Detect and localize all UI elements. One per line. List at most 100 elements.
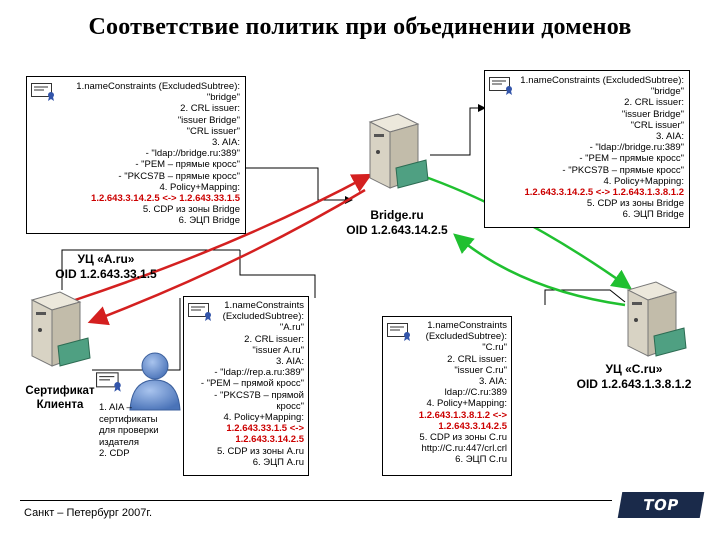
cert-line: - "PKCS7B – прямые кросс" — [562, 164, 684, 176]
certificate-icon — [31, 83, 54, 101]
cert-line: 1.2.643.1.3.8.1.2 <-> — [418, 409, 507, 421]
cert-line: "bridge" — [650, 86, 684, 98]
client-caption-line2: Клиента — [36, 399, 84, 411]
server-icon — [368, 113, 429, 189]
client-caption: Сертификат Клиента — [24, 384, 96, 412]
cert-line: "issuer Bridge" — [621, 108, 684, 120]
cert-line: (ExcludedSubtree): — [425, 331, 507, 343]
cert-line: - "ldap://rep.a.ru:389" — [214, 367, 304, 379]
ca-a-oid: OID 1.2.643.33.1.5 — [55, 267, 157, 281]
client-list-item: 2. CDP — [99, 448, 130, 460]
client-list-item: сертификаты — [99, 413, 158, 425]
cert-line: "issuer C.ru" — [454, 364, 507, 376]
certificate-icon — [489, 77, 512, 95]
cert-line: 5. CDP из зоны A.ru — [216, 445, 304, 457]
cert-line: 1.nameConstraints — [224, 300, 304, 311]
certificate-icon — [387, 323, 410, 341]
cert-line: 4. Policy+Mapping: — [426, 398, 507, 410]
logo-mark: TOP CROSS — [617, 492, 705, 540]
connector-mid-right — [544, 289, 626, 305]
cert-box-bridge-a: 1.nameConstraints (ExcludedSubtree):"bri… — [26, 76, 246, 234]
user-icon — [129, 352, 181, 411]
cert-line: 5. CDP из зоны C.ru — [419, 432, 507, 444]
ca-c-label: УЦ «C.ru» OID 1.2.643.1.3.8.1.2 — [566, 362, 702, 392]
cert-line: 1.nameConstraints (ExcludedSubtree): — [76, 81, 240, 92]
cert-line: (ExcludedSubtree): — [222, 311, 304, 323]
cert-line: - "ldap://bridge.ru:389" — [589, 142, 684, 154]
ca-a-name: УЦ «A.ru» — [77, 252, 135, 266]
cert-line: "issuer A.ru" — [252, 344, 304, 356]
cert-line: - "PEM – прямой кросс" — [200, 378, 304, 390]
cert-line: 1.2.643.3.14.2.5 <-> 1.2.643.1.3.8.1.2 — [524, 187, 684, 199]
cert-line: "bridge" — [206, 92, 240, 104]
cert-line: - "ldap://bridge.ru:389" — [145, 148, 240, 160]
server-icon — [626, 281, 687, 357]
cert-line: 2. CRL issuer: — [180, 103, 240, 115]
connector-mid-left-2 — [239, 250, 316, 298]
cert-box-text: 1.nameConstraints (ExcludedSubtree):"bri… — [520, 75, 684, 221]
cert-line: 1.2.643.3.14.2.5 — [438, 420, 507, 432]
cert-line: 2. CRL issuer: — [624, 97, 684, 109]
cert-line: ldap://C.ru:389 — [444, 387, 507, 399]
cert-line: "C.ru" — [482, 342, 507, 354]
cert-line: 6. ЭЦП A.ru — [252, 456, 304, 468]
cert-line: 2. CRL issuer: — [244, 333, 304, 345]
client-caption-line1: Сертификат — [25, 385, 95, 397]
cert-line: 3. AIA: — [212, 137, 240, 149]
cert-line: "issuer Bridge" — [177, 114, 240, 126]
red-arrow-upper — [74, 173, 373, 302]
certificate-icon — [188, 303, 211, 321]
cert-box-a-bridge: 1.nameConstraints(ExcludedSubtree):"A.ru… — [183, 296, 309, 476]
connector-client — [92, 298, 181, 371]
cert-line: 6. ЭЦП Bridge — [622, 209, 684, 221]
red-arrow-lower — [87, 188, 366, 326]
connector-top-left — [245, 167, 353, 204]
cert-box-text: 1.nameConstraints (ExcludedSubtree):"bri… — [76, 81, 240, 227]
cert-box-text: 1.nameConstraints(ExcludedSubtree):"A.ru… — [201, 300, 304, 468]
cert-line: 1.nameConstraints (ExcludedSubtree): — [520, 75, 684, 86]
cert-line: "CRL issuer" — [630, 119, 684, 131]
cert-line: - "PKCS7B – прямой — [214, 389, 304, 401]
cert-line: 3. AIA: — [656, 131, 684, 143]
cert-line: - "PEM – прямые кросс" — [579, 153, 684, 165]
cert-line: 6. ЭЦП Bridge — [178, 215, 240, 227]
ca-c-name: УЦ «C.ru» — [605, 362, 663, 376]
bridge-label: Bridge.ru OID 1.2.643.14.2.5 — [332, 208, 462, 238]
cert-line: 3. AIA: — [479, 376, 507, 388]
cert-box-text: 1.nameConstraints(ExcludedSubtree):"C.ru… — [419, 320, 507, 466]
client-list-item: 1. AIA – — [99, 402, 132, 413]
client-list-item: издателя — [99, 436, 139, 448]
cert-line: кросс" — [276, 400, 304, 412]
cert-line: 1.2.643.3.14.2.5 <-> 1.2.643.33.1.5 — [91, 193, 240, 205]
bridge-name: Bridge.ru — [370, 208, 424, 222]
connector-top-right — [430, 104, 486, 156]
cert-line: - "PEM – прямые кросс" — [135, 159, 240, 171]
cert-line: 6. ЭЦП C.ru — [455, 454, 507, 466]
bridge-oid: OID 1.2.643.14.2.5 — [346, 223, 448, 237]
cert-line: "A.ru" — [279, 322, 304, 334]
client-list-item: для проверки — [99, 425, 159, 437]
ca-a-label: УЦ «A.ru» OID 1.2.643.33.1.5 — [36, 252, 176, 282]
cert-line: 1.2.643.33.1.5 <-> — [226, 423, 304, 435]
cert-line: "CRL issuer" — [186, 125, 240, 137]
page-title: Соответствие политик при объединении дом… — [88, 14, 632, 40]
server-icon — [30, 291, 91, 367]
cert-line: 2. CRL issuer: — [447, 353, 507, 365]
cert-line: 4. Policy+Mapping: — [159, 181, 240, 193]
cert-box-bridge-c: 1.nameConstraints (ExcludedSubtree):"bri… — [484, 70, 690, 228]
cert-line: - "PKCS7B – прямые кросс" — [118, 170, 240, 182]
cert-line: 4. Policy+Mapping: — [603, 175, 684, 187]
cert-line: http://C.ru:447/crl.crl — [421, 443, 507, 455]
ca-c-oid: OID 1.2.643.1.3.8.1.2 — [576, 377, 692, 391]
cert-line: 5. CDP из зоны Bridge — [142, 204, 240, 216]
cert-box-c-bridge: 1.nameConstraints(ExcludedSubtree):"C.ru… — [382, 316, 512, 476]
connector-mid-left — [61, 249, 240, 290]
cert-line: 4. Policy+Mapping: — [223, 412, 304, 424]
cert-line: 5. CDP из зоны Bridge — [586, 198, 684, 210]
green-arrow-lower — [453, 233, 626, 307]
cert-line: 1.nameConstraints — [427, 320, 507, 331]
footer-text: Санкт – Петербург 2007г. — [24, 507, 153, 519]
certificate-icon — [96, 372, 121, 392]
